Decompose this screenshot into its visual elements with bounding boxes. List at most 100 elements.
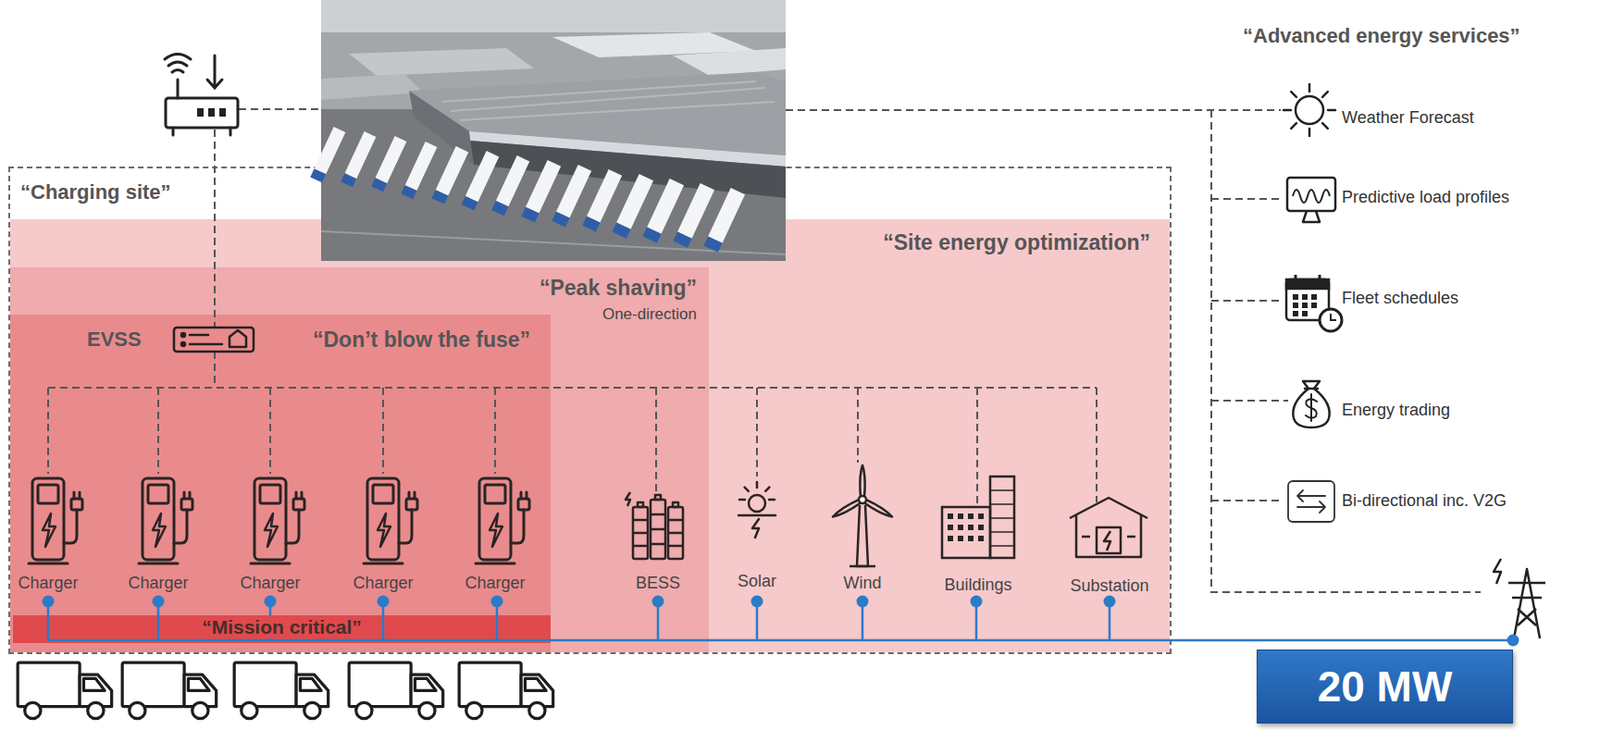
- building-icon: [967, 535, 974, 542]
- load-profile-icon: [1287, 177, 1336, 223]
- bidirectional-icon: [1288, 481, 1335, 522]
- schedule-icon: [1302, 294, 1308, 300]
- capacity-box: 20 MW: [1256, 649, 1514, 724]
- solar-icon: [752, 519, 759, 538]
- evss-icon: [173, 327, 254, 352]
- photo-truck: [703, 187, 745, 253]
- power-bus: [48, 601, 1514, 641]
- router-icon: [165, 98, 238, 128]
- photo-truck: [496, 155, 530, 207]
- weather-icon: [1283, 84, 1336, 137]
- building-icon: [947, 524, 954, 531]
- wind-turbine-icon: [831, 465, 894, 567]
- battery-storage-icon: [650, 499, 666, 559]
- site-photo: [321, 0, 786, 42]
- data-link: [48, 109, 1481, 593]
- mission-critical-bar: “Mission critical”: [12, 615, 551, 644]
- photo-truck: [556, 164, 592, 219]
- charger-icon: [475, 478, 530, 564]
- schedule-icon: [1292, 294, 1299, 300]
- building-icon: [990, 490, 1015, 546]
- battery-storage-icon: [625, 492, 683, 559]
- load-profile-icon: [1302, 210, 1320, 223]
- photo-truck: [611, 173, 654, 239]
- site-photo: [441, 81, 775, 121]
- connection-dot: [1103, 595, 1117, 608]
- building-icon: [947, 535, 954, 542]
- connection-dot: [491, 595, 504, 608]
- photo-truck: [642, 178, 684, 244]
- site-photo: [672, 48, 786, 76]
- photo-truck: [431, 146, 469, 205]
- battery-storage-icon: [632, 507, 648, 559]
- trading-icon: [1292, 381, 1329, 428]
- charger-icon: [138, 478, 193, 564]
- photo-truck: [340, 131, 376, 187]
- site-photo: [321, 109, 786, 261]
- photo-truck: [703, 236, 722, 253]
- router-icon: [172, 70, 184, 74]
- connection-dot: [970, 595, 983, 608]
- photo-truck: [611, 223, 631, 239]
- component-label: Charger: [352, 573, 413, 594]
- photo-truck: [461, 196, 479, 211]
- trading-icon: [1292, 381, 1329, 428]
- photo-truck: [435, 146, 470, 196]
- connection-dot: [152, 595, 165, 608]
- data-link: [48, 387, 1097, 504]
- photo-truck: [310, 126, 745, 253]
- data-link: [48, 386, 1097, 389]
- photo-truck: [345, 131, 377, 179]
- router-icon: [164, 54, 238, 137]
- evss-icon: [173, 327, 254, 352]
- photo-truck: [672, 232, 692, 249]
- photo-truck: [375, 136, 408, 184]
- photo-truck: [310, 168, 326, 183]
- region-label: “Peak shaving”: [539, 275, 697, 300]
- section-title: “Advanced energy services”: [1242, 24, 1521, 48]
- photo-truck: [520, 160, 561, 223]
- substation-icon: [1103, 531, 1111, 551]
- load-profile-icon: [1287, 177, 1336, 211]
- region-label: “Mission critical”: [198, 616, 366, 639]
- site-photo: [469, 131, 786, 167]
- substation-icon: [1081, 535, 1136, 539]
- connection-dot: [751, 595, 764, 608]
- schedule-icon: [1311, 294, 1317, 300]
- battery-storage-icon: [672, 502, 679, 508]
- battery-storage-icon: [668, 507, 683, 559]
- trading-icon: [1304, 387, 1318, 391]
- schedule-icon: [1330, 313, 1337, 321]
- building-icon: [957, 513, 964, 520]
- region-label: “Charging site”: [20, 180, 172, 204]
- battery-storage-icon: [655, 495, 661, 500]
- substation-icon: [1096, 527, 1121, 554]
- component-label: Charger: [239, 573, 300, 594]
- service-label: Energy trading: [1341, 400, 1451, 421]
- site-photo: [321, 231, 786, 255]
- photo-truck: [551, 211, 570, 228]
- schedule-icon: [1286, 274, 1342, 332]
- substation-icon: [1076, 515, 1142, 558]
- photo-truck: [310, 126, 346, 183]
- component-label: Charger: [17, 573, 78, 594]
- connection-dot: [856, 595, 869, 608]
- connection-dot: [264, 595, 277, 608]
- truck-icon: [17, 662, 112, 719]
- photo-truck: [491, 155, 530, 216]
- service-label: Fleet schedules: [1341, 288, 1459, 309]
- weather-icon: [1283, 84, 1336, 137]
- building-icon: [967, 513, 974, 520]
- photo-truck: [431, 189, 448, 204]
- charger-icon: [28, 478, 83, 564]
- bidirectional-icon: [1288, 481, 1335, 522]
- photo-truck: [400, 185, 417, 199]
- charger-icon: [28, 478, 530, 564]
- component-label: Buildings: [943, 575, 1012, 596]
- wind-turbine-icon: [858, 496, 867, 504]
- site-photo: [321, 74, 423, 100]
- bidirectional-icon: [1297, 501, 1326, 513]
- photo-truck: [582, 216, 600, 233]
- photo-truck: [405, 141, 438, 191]
